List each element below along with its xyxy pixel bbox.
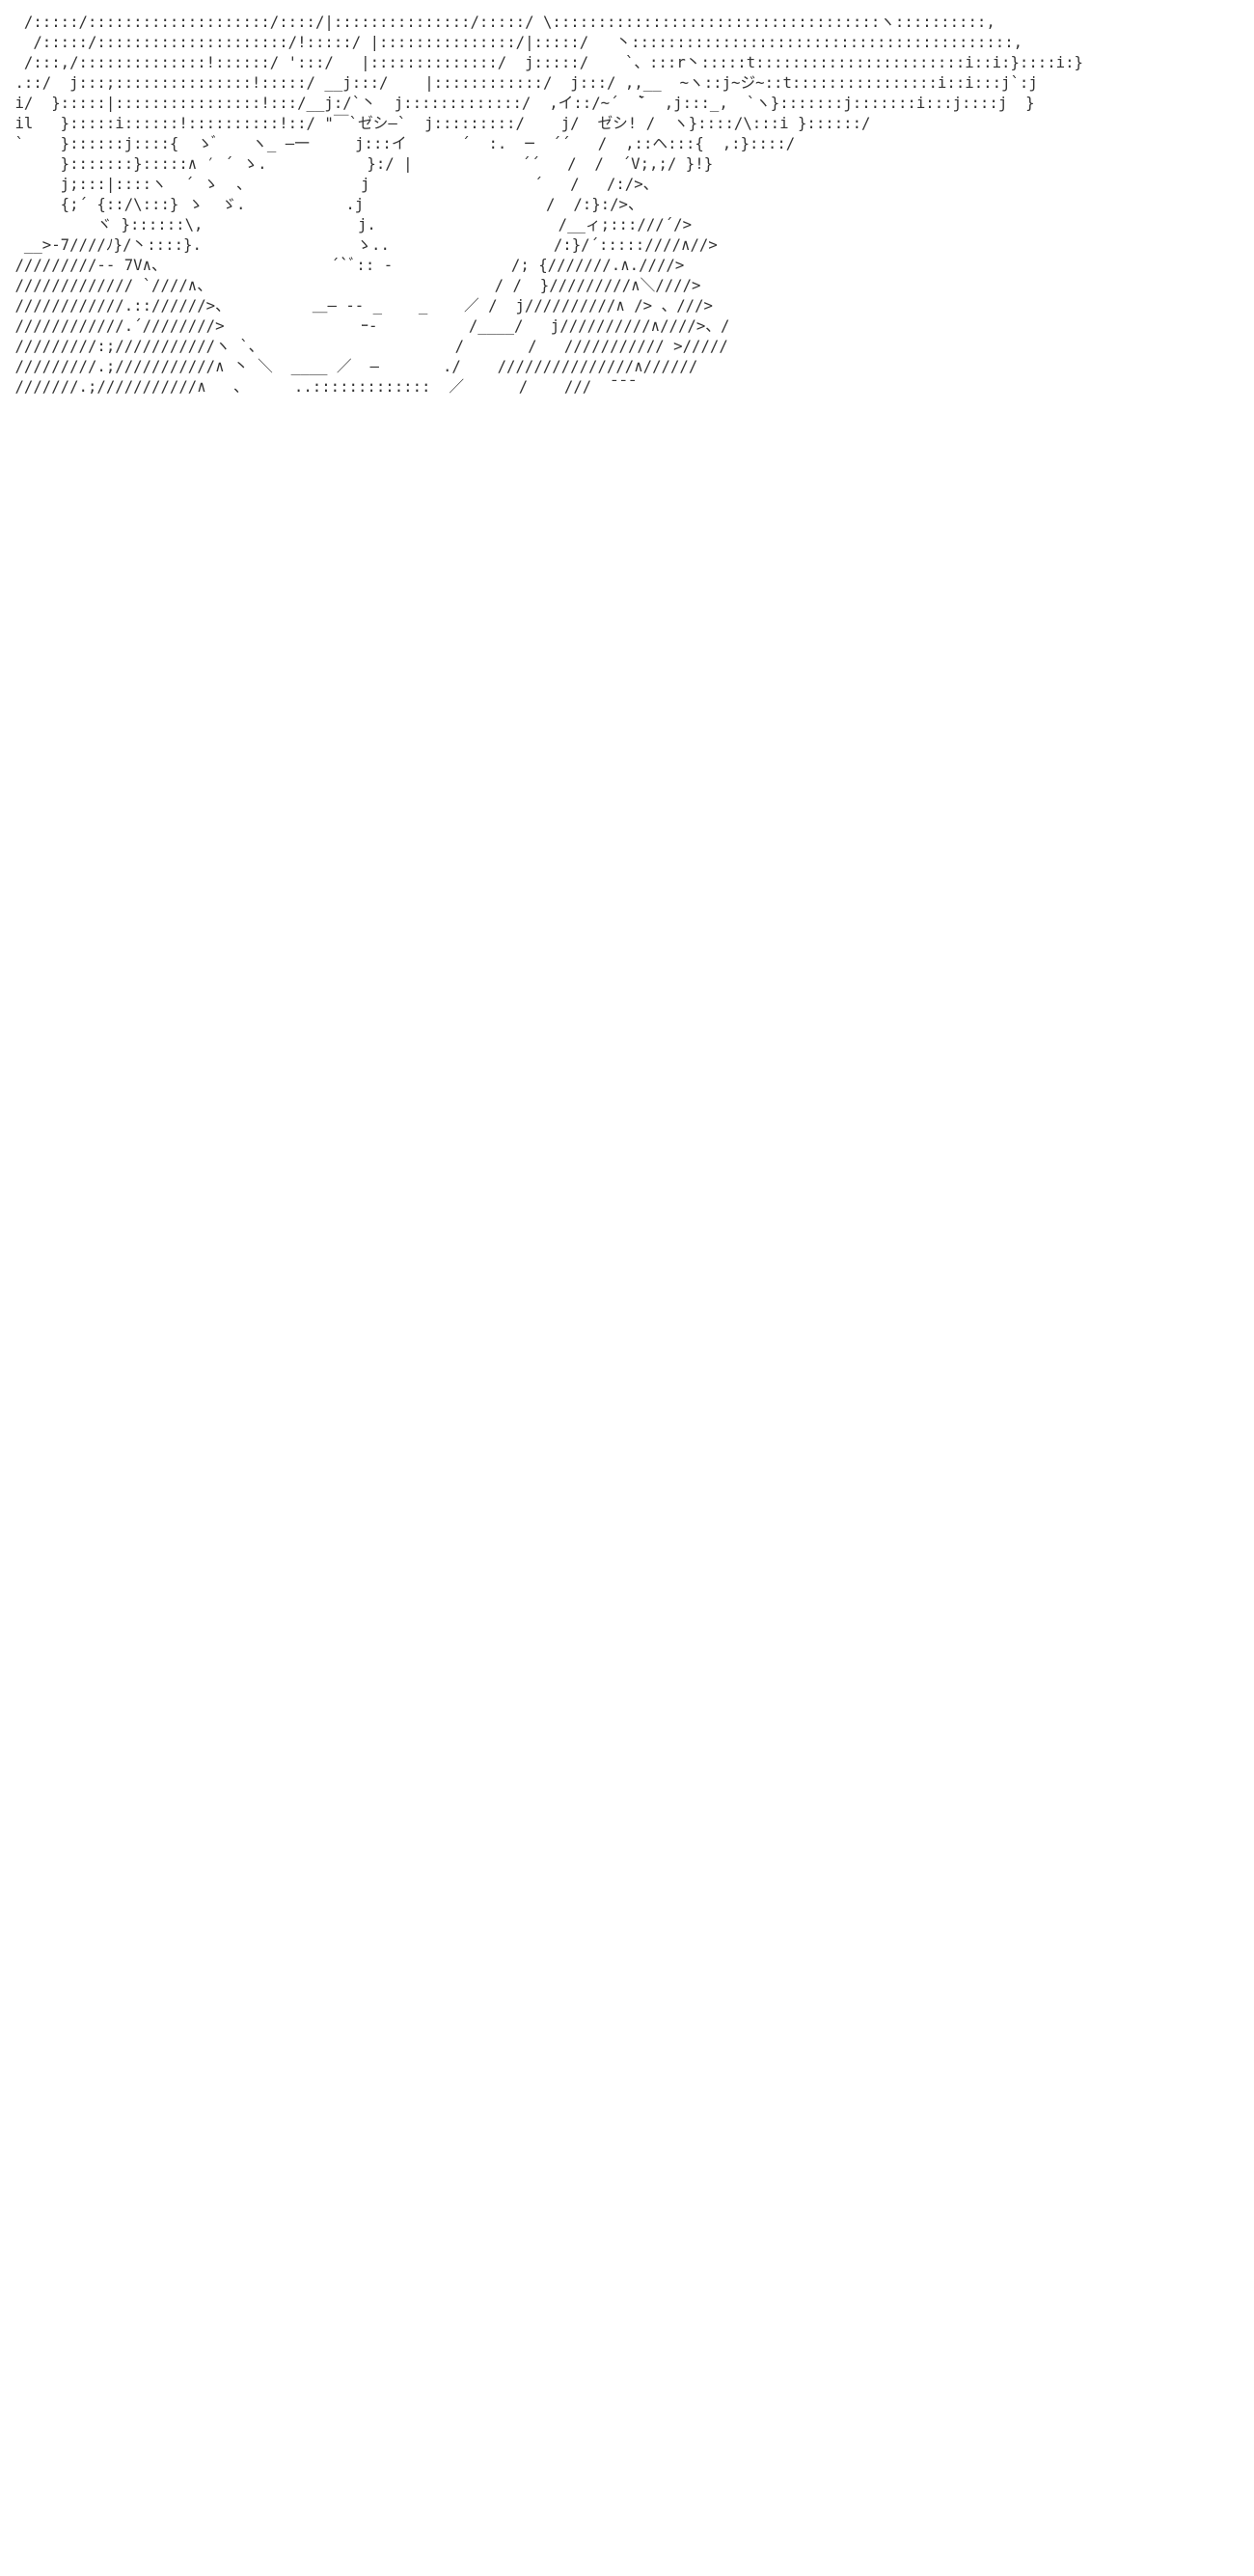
panel-1: /:::::/::::::::::::::::::::/::::/|::::::…: [0, 0, 1254, 521]
ascii-art-character-1: /:::::/::::::::::::::::::::/::::/|::::::…: [14, 13, 1083, 396]
